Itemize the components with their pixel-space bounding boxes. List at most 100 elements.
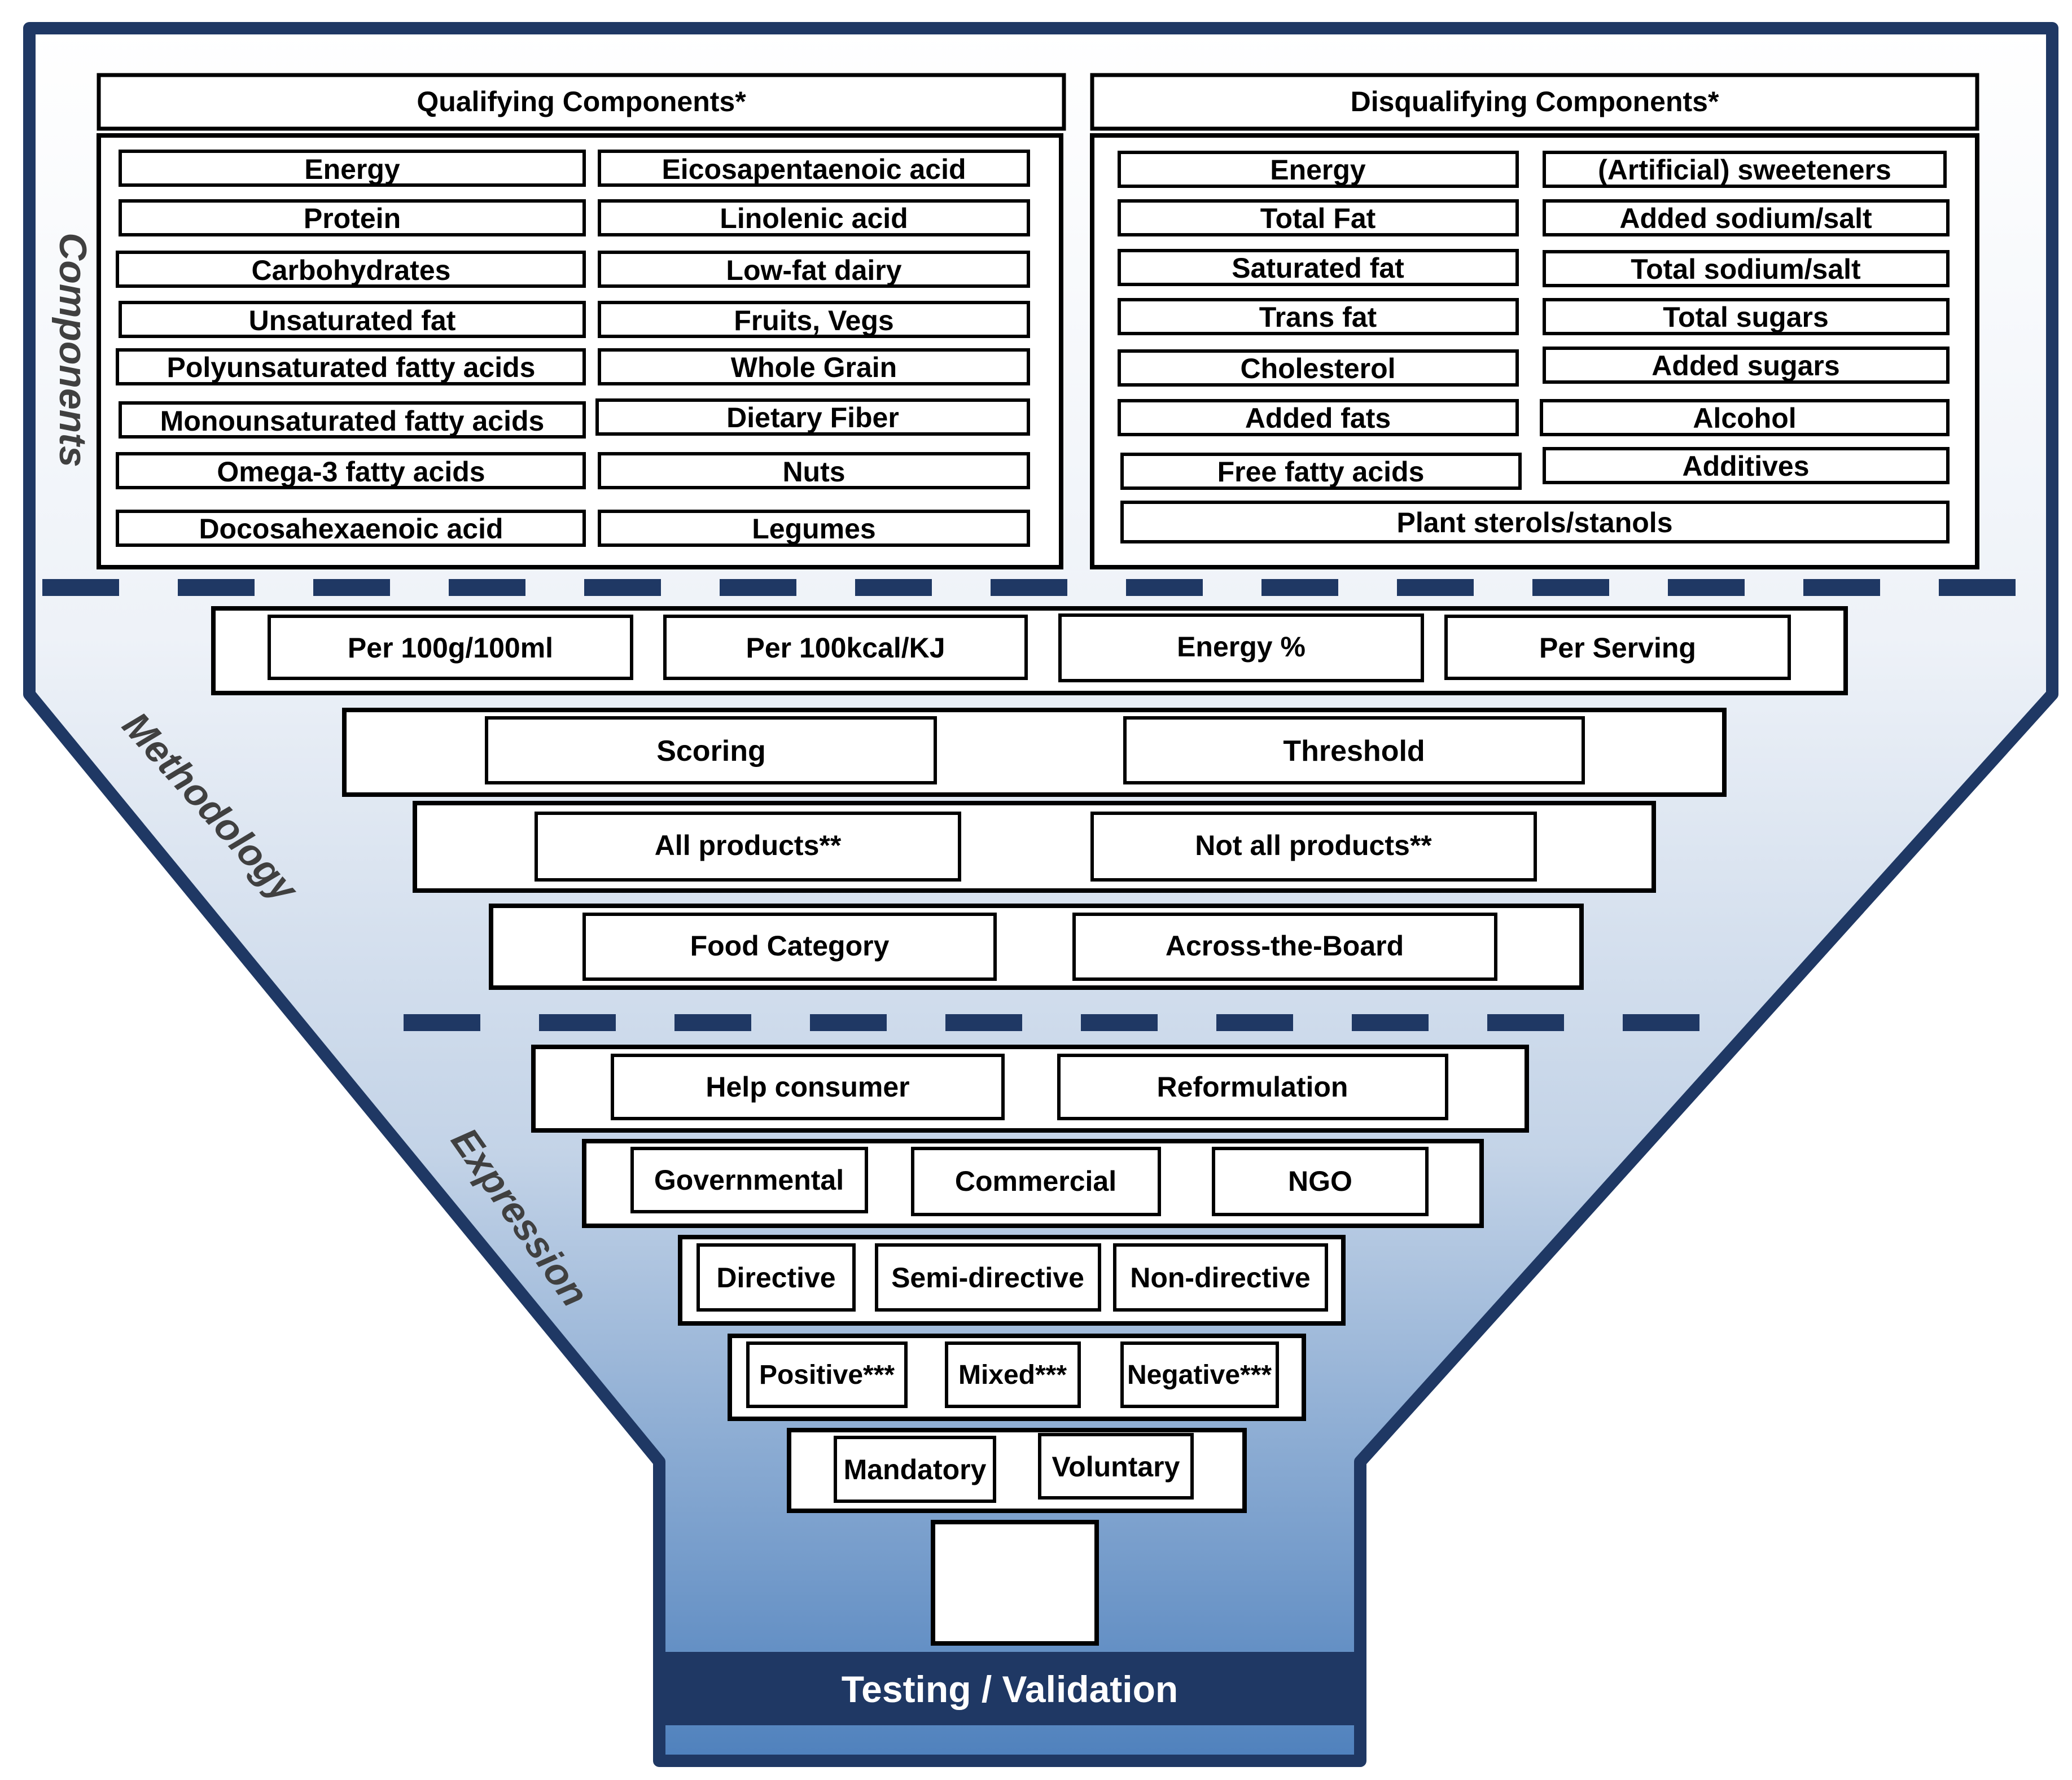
qualifying-item: Legumes — [752, 513, 876, 545]
qualifying-item-box — [119, 301, 586, 338]
approach-item-box — [1123, 716, 1585, 784]
owner-item: Governmental — [654, 1164, 844, 1196]
valence-item-box — [945, 1341, 1081, 1408]
qualifying-item-box — [598, 301, 1030, 338]
scope-item: All products** — [655, 830, 842, 861]
purpose-item: Reformulation — [1157, 1071, 1348, 1103]
qualifying-item: Eicosapentaenoic acid — [662, 154, 966, 185]
qualifying-item: Unsaturated fat — [249, 305, 456, 336]
purpose-item-box — [611, 1054, 1005, 1120]
qualifying-item: Dietary Fiber — [726, 402, 899, 433]
qualifying-item: Linolenic acid — [720, 203, 908, 234]
qualifying-item-box — [116, 348, 586, 385]
regulation-item: Voluntary — [1052, 1451, 1180, 1483]
disqualifying-item: Saturated fat — [1232, 252, 1404, 284]
disqualifying-item: Free fatty acids — [1217, 456, 1425, 488]
qualifying-item: Fruits, Vegs — [734, 305, 893, 336]
owner-item: Commercial — [955, 1165, 1116, 1197]
qualifying-item-box — [598, 251, 1030, 288]
regulation-item-box — [834, 1436, 996, 1503]
divider-methodology-expression — [404, 1014, 1699, 1031]
disqualifying-item: Trans fat — [1259, 301, 1377, 333]
qualifying-item: Monounsaturated fatty acids — [160, 405, 545, 437]
divider-components-methodology — [42, 579, 2016, 596]
valence-item: Negative*** — [1127, 1360, 1272, 1390]
disqualifying-item: Plant sterols/stanols — [1396, 507, 1672, 538]
category-item: Across-the-Board — [1166, 930, 1404, 962]
units-item: Per 100g/100ml — [348, 632, 553, 664]
qualifying-item-box — [119, 150, 586, 187]
disqualifying-header: Disqualifying Components* — [1351, 86, 1719, 117]
disqualifying-item: Total Fat — [1260, 203, 1376, 234]
approach-item: Threshold — [1283, 735, 1425, 768]
qualifying-header-box — [97, 73, 1066, 131]
qualifying-item: Carbohydrates — [252, 255, 451, 286]
directiveness-item-box — [875, 1243, 1101, 1312]
category-item-box — [582, 913, 997, 981]
disqualifying-item-box — [1118, 249, 1519, 286]
approach-item-box — [485, 716, 937, 784]
testing-validation-banner — [654, 1652, 1366, 1725]
units-item: Energy % — [1177, 631, 1306, 663]
methodology-scope: All products** Not all products** — [413, 801, 1656, 893]
category-item: Food Category — [690, 930, 890, 962]
directiveness-item: Non-directive — [1130, 1262, 1311, 1294]
directiveness-item-box — [1113, 1243, 1328, 1312]
valence-item-box — [746, 1341, 908, 1408]
directiveness-item: Directive — [716, 1262, 835, 1294]
qualifying-components: Qualifying Components* Energy Eicosapent… — [97, 73, 1066, 569]
qualifying-item-box — [116, 251, 586, 288]
directiveness-item-box — [696, 1243, 856, 1312]
owner-item-box — [630, 1147, 868, 1213]
disqualifying-item-box — [1543, 298, 1950, 335]
disqualifying-item: Energy — [1270, 154, 1366, 186]
disqualifying-item-box — [1120, 501, 1950, 543]
disqualifying-item: (Artificial) sweeteners — [1598, 154, 1891, 186]
qualifying-item: Docosahexaenoic acid — [199, 513, 503, 545]
disqualifying-item: Added sodium/salt — [1619, 203, 1872, 234]
disqualifying-item-box — [1543, 151, 1947, 188]
owner-item: NGO — [1288, 1165, 1352, 1197]
qualifying-item-box — [595, 398, 1030, 436]
disqualifying-item: Cholesterol — [1240, 353, 1395, 384]
directiveness-item: Semi-directive — [891, 1262, 1084, 1294]
qualifying-item-box — [116, 452, 586, 489]
qualifying-item: Whole Grain — [731, 352, 897, 383]
regulation-item: Mandatory — [844, 1454, 987, 1485]
components-label: Components — [51, 233, 94, 467]
disqualifying-item-box — [1540, 399, 1950, 436]
valence-item: Positive*** — [759, 1360, 895, 1390]
expression-purpose: Help consumer Reformulation — [531, 1045, 1529, 1133]
expression-regulation: Mandatory Voluntary — [787, 1428, 1247, 1513]
units-item-box — [1058, 613, 1424, 682]
valence-item: Mixed*** — [958, 1360, 1067, 1390]
units-item: Per 100kcal/KJ — [746, 632, 945, 664]
disqualifying-item-box — [1118, 298, 1519, 335]
owner-item-box — [1212, 1147, 1429, 1216]
qualifying-item-box — [598, 150, 1030, 187]
disqualifying-item-box — [1543, 250, 1950, 287]
qualifying-item-box — [598, 199, 1030, 236]
category-item-box — [1072, 913, 1497, 981]
qualifying-item: Nuts — [782, 456, 845, 488]
disqualifying-item: Alcohol — [1693, 402, 1796, 434]
approach-item: Scoring — [656, 735, 766, 768]
units-item-box — [268, 615, 633, 680]
qualifying-item-box — [119, 401, 586, 439]
methodology-approach: Scoring Threshold — [342, 708, 1727, 797]
disqualifying-item-box — [1543, 347, 1950, 384]
qualifying-header: Qualifying Components* — [417, 86, 746, 117]
units-item-box — [1444, 615, 1791, 680]
purpose-item: Help consumer — [706, 1071, 909, 1103]
qualifying-item-box — [598, 510, 1030, 547]
methodology-units: Per 100g/100ml Per 100kcal/KJ Energy % P… — [211, 606, 1848, 695]
scope-item-box — [535, 812, 961, 882]
qualifying-item-box — [119, 199, 586, 236]
disqualifying-components: Disqualifying Components* Energy (Artifi… — [1090, 73, 1979, 569]
qualifying-item: Energy — [304, 154, 400, 185]
expression-owner: Governmental Commercial NGO — [582, 1139, 1484, 1228]
disqualifying-header-box — [1090, 73, 1979, 131]
qualifying-item-box — [116, 510, 586, 547]
qualifying-item-box — [598, 452, 1030, 489]
